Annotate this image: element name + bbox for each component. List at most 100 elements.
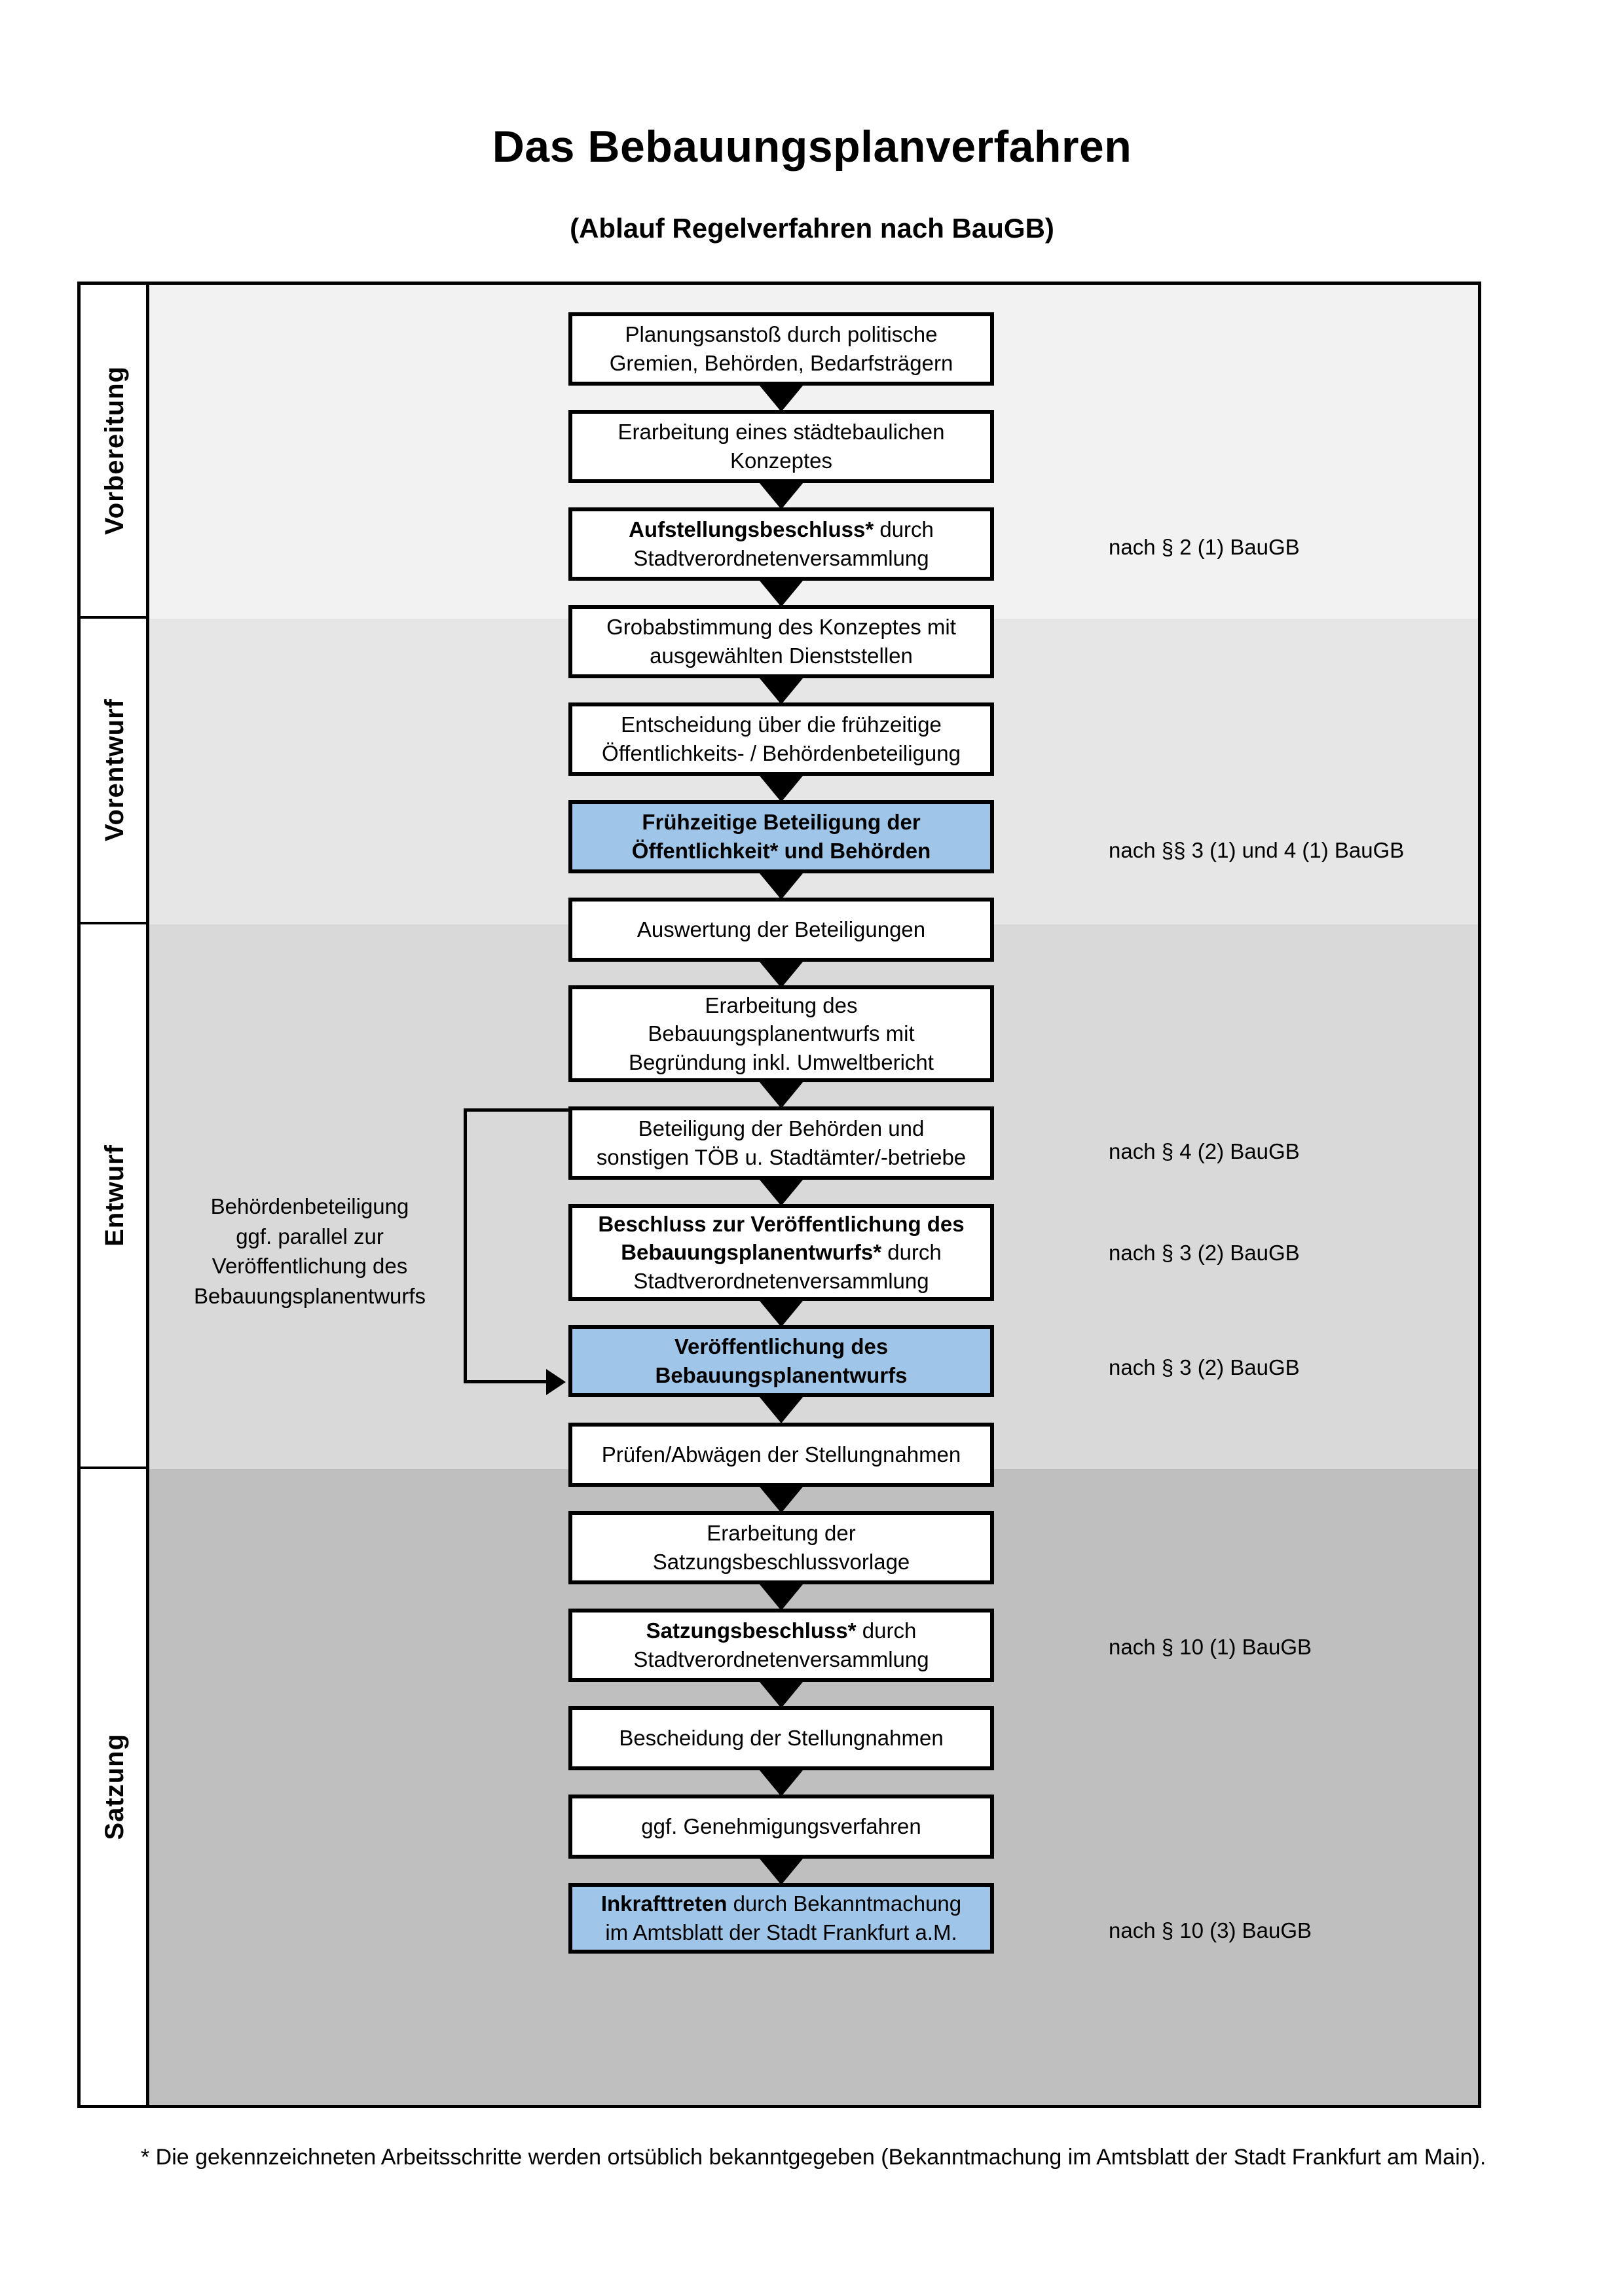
- step-beschluss-line2: Bebauungsplanentwurfs* durch: [598, 1238, 964, 1267]
- step-beschluss-rest: durch: [881, 1240, 942, 1265]
- step-auswertung[interactable]: Auswertung der Beteiligungen: [568, 898, 994, 962]
- arrow-down-16: [756, 1855, 806, 1885]
- step-aufstellungsbeschluss-line1: Aufstellungsbeschluss* durch: [629, 515, 934, 544]
- step-beteiligung-behoerden[interactable]: Beteiligung der Behörden und sonstigen T…: [568, 1106, 994, 1180]
- step-beschluss-line1: Beschluss zur Veröffentlichung des: [598, 1210, 964, 1239]
- arrow-down-3: [756, 577, 806, 607]
- step-veroeffentlichung-line1: Veröffentlichung des: [674, 1334, 889, 1359]
- arrow-down-12: [756, 1483, 806, 1513]
- arrow-down-4: [756, 674, 806, 704]
- step-entscheidung-line1: Entscheidung über die frühzeitige: [621, 712, 942, 737]
- step-beschluss-veroeffentlichung[interactable]: Beschluss zur Veröffentlichung des Bebau…: [568, 1204, 994, 1301]
- legal-ref-3-2-b: nach § 3 (2) BauGB: [1109, 1355, 1300, 1379]
- step-aufstellungsbeschluss-bold: Aufstellungsbeschluss*: [629, 517, 874, 542]
- step-inkrafttreten-line1: Inkrafttreten durch Bekanntmachung: [601, 1889, 961, 1918]
- phase-label-column: Vorbereitung Vorentwurf Entwurf Satzung: [81, 285, 149, 2105]
- arrow-down-13: [756, 1580, 806, 1611]
- diagram-frame: Vorbereitung Vorentwurf Entwurf Satzung …: [77, 282, 1481, 2108]
- arrow-down-11: [756, 1393, 806, 1423]
- page-title: Das Bebauungsplanverfahren: [492, 122, 1132, 172]
- phase-label-entwurf: Entwurf: [81, 924, 149, 1469]
- side-note-line4: Bebauungsplanentwurfs: [193, 1283, 426, 1308]
- step-fruehzeitige-beteiligung[interactable]: Frühzeitige Beteiligung der Öffentlichke…: [568, 800, 994, 873]
- step-pruefen-abwaegen[interactable]: Prüfen/Abwägen der Stellungnahmen: [568, 1423, 994, 1487]
- arrow-down-10: [756, 1297, 806, 1327]
- step-planungsanstoss[interactable]: Planungsanstoß durch politische Gremien,…: [568, 312, 994, 386]
- step-fruehzeitige-line2: Öffentlichkeit* und Behörden: [631, 839, 931, 863]
- step-konzept[interactable]: Erarbeitung eines städtebaulichen Konzep…: [568, 410, 994, 483]
- step-satzvorlage-line1: Erarbeitung der: [707, 1521, 856, 1546]
- step-aufstellungsbeschluss-line2: Stadtverordnetenversammlung: [633, 546, 929, 570]
- step-genehmigungsverfahren[interactable]: ggf. Genehmigungsverfahren: [568, 1795, 994, 1859]
- page-subtitle: (Ablauf Regelverfahren nach BauGB): [570, 213, 1054, 244]
- legal-ref-2-1: nach § 2 (1) BauGB: [1109, 535, 1300, 559]
- step-veroeffentlichung-line2: Bebauungsplanentwurfs: [655, 1363, 908, 1387]
- step-genehmigung-line1: ggf. Genehmigungsverfahren: [641, 1814, 921, 1839]
- step-entscheidung-fruehzeitig[interactable]: Entscheidung über die frühzeitige Öffent…: [568, 702, 994, 776]
- phase-label-vorentwurf-text: Vorentwurf: [100, 699, 129, 842]
- step-erarbeitung-line3: Begründung inkl. Umweltbericht: [629, 1049, 934, 1074]
- step-bescheidung-line1: Bescheidung der Stellungnahmen: [619, 1726, 944, 1751]
- step-erarbeitung-entwurf[interactable]: Erarbeitung des Bebauungsplanentwurfs mi…: [568, 985, 994, 1082]
- step-pruefen-line1: Prüfen/Abwägen der Stellungnahmen: [601, 1442, 961, 1467]
- step-satzungsbeschluss-line2: Stadtverordnetenversammlung: [633, 1647, 929, 1671]
- step-konzept-line1: Erarbeitung eines städtebaulichen: [618, 420, 945, 445]
- phase-label-satzung: Satzung: [81, 1469, 149, 2105]
- bracket-vertical-segment: [464, 1108, 467, 1383]
- side-note-line2: ggf. parallel zur: [236, 1224, 384, 1248]
- arrow-down-2: [756, 479, 806, 509]
- legal-ref-3-1-4-1: nach §§ 3 (1) und 4 (1) BauGB: [1109, 838, 1405, 862]
- step-planungsanstoss-line2: Gremien, Behörden, Bedarfsträgern: [609, 351, 953, 375]
- step-satzvorlage-line2: Satzungsbeschlussvorlage: [652, 1550, 910, 1574]
- legal-ref-10-3: nach § 10 (3) BauGB: [1109, 1918, 1312, 1942]
- phase-label-vorentwurf: Vorentwurf: [81, 619, 149, 924]
- phase-label-satzung-text: Satzung: [100, 1734, 129, 1840]
- step-planungsanstoss-line1: Planungsanstoß durch politische: [625, 322, 938, 347]
- side-note-line3: Veröffentlichung des: [212, 1254, 408, 1279]
- step-erarbeitung-line1: Erarbeitung des: [705, 993, 858, 1017]
- side-note-behoerdenbeteiligung: Behördenbeteiligung ggf. parallel zur Ve…: [172, 1192, 447, 1311]
- step-grobabstimmung-line1: Grobabstimmung des Konzeptes mit: [606, 615, 956, 640]
- step-satzungsbeschluss-rest: durch: [856, 1618, 917, 1643]
- step-beteiligung-behoerden-line1: Beteiligung der Behörden und: [638, 1116, 925, 1141]
- step-aufstellungsbeschluss-rest: durch: [874, 517, 934, 542]
- step-inkrafttreten-line2: im Amtsblatt der Stadt Frankfurt a.M.: [605, 1920, 957, 1944]
- bracket-arrowhead-icon: [546, 1369, 566, 1395]
- phase-label-entwurf-text: Entwurf: [100, 1144, 129, 1247]
- step-aufstellungsbeschluss[interactable]: Aufstellungsbeschluss* durch Stadtverord…: [568, 507, 994, 581]
- step-bescheidung[interactable]: Bescheidung der Stellungnahmen: [568, 1706, 994, 1770]
- arrow-down-15: [756, 1766, 806, 1796]
- step-beschluss-bold2: Bebauungsplanentwurfs*: [621, 1240, 882, 1265]
- legal-ref-4-2: nach § 4 (2) BauGB: [1109, 1139, 1300, 1163]
- phase-label-vorbereitung-text: Vorbereitung: [100, 366, 129, 535]
- step-satzungsbeschluss[interactable]: Satzungsbeschluss* durch Stadtverordnete…: [568, 1609, 994, 1682]
- arrow-down-9: [756, 1176, 806, 1206]
- step-beschluss-line3: Stadtverordnetenversammlung: [633, 1268, 929, 1293]
- step-grobabstimmung-line2: ausgewählten Dienststellen: [650, 644, 913, 668]
- phase-label-vorbereitung: Vorbereitung: [81, 285, 149, 619]
- arrow-down-14: [756, 1678, 806, 1708]
- step-veroeffentlichung[interactable]: Veröffentlichung des Bebauungsplanentwur…: [568, 1325, 994, 1397]
- step-inkrafttreten-rest: durch Bekanntmachung: [727, 1891, 962, 1916]
- bracket-connector-parallel: [464, 1108, 578, 1395]
- step-satzungsbeschlussvorlage[interactable]: Erarbeitung der Satzungsbeschlussvorlage: [568, 1511, 994, 1584]
- step-satzungsbeschluss-line1: Satzungsbeschluss* durch: [633, 1616, 929, 1645]
- arrow-down-6: [756, 869, 806, 900]
- arrow-down-1: [756, 382, 806, 412]
- step-auswertung-line1: Auswertung der Beteiligungen: [637, 917, 926, 942]
- step-fruehzeitige-line1: Frühzeitige Beteiligung der: [642, 810, 921, 835]
- bracket-bottom-segment: [464, 1380, 547, 1383]
- step-beschluss-bold1: Beschluss zur Veröffentlichung des: [598, 1211, 965, 1236]
- step-grobabstimmung[interactable]: Grobabstimmung des Konzeptes mit ausgewä…: [568, 605, 994, 678]
- step-inkrafttreten-bold: Inkrafttreten: [600, 1891, 728, 1916]
- step-entscheidung-line2: Öffentlichkeits- / Behördenbeteiligung: [602, 741, 961, 765]
- legal-ref-10-1: nach § 10 (1) BauGB: [1109, 1635, 1312, 1659]
- step-inkrafttreten[interactable]: Inkrafttreten durch Bekanntmachung im Am…: [568, 1883, 994, 1954]
- arrow-down-7: [756, 958, 806, 988]
- side-note-line1: Behördenbeteiligung: [210, 1194, 409, 1218]
- arrow-down-8: [756, 1078, 806, 1108]
- step-konzept-line2: Konzeptes: [730, 448, 832, 473]
- footnote-text: * Die gekennzeichneten Arbeitsschritte w…: [141, 2145, 1486, 2170]
- legal-ref-3-2-a: nach § 3 (2) BauGB: [1109, 1241, 1300, 1265]
